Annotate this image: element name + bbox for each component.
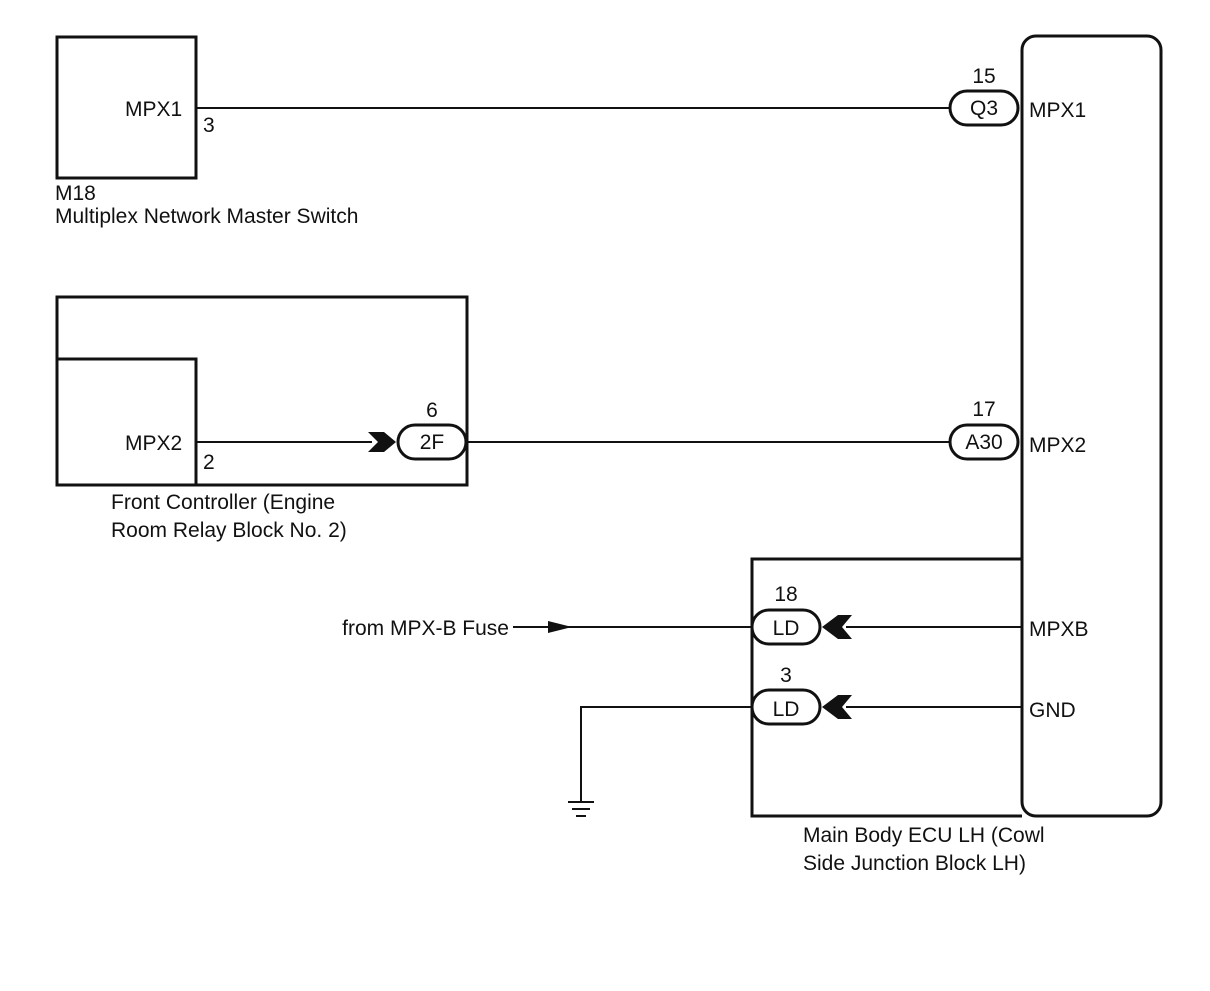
front-controller-pin-label: MPX2: [125, 432, 182, 455]
master-switch: MPX1 3 M18 Multiplex Network Master Swit…: [55, 35, 358, 228]
connector-ld-gnd: LD 3: [750, 664, 822, 726]
main-body-ecu-name-line1: Main Body ECU LH (Cowl: [803, 824, 1045, 847]
connector-q3-pin: 15: [972, 65, 995, 88]
connector-2f-code: 2F: [420, 431, 445, 454]
connector-ld-gnd-pin: 3: [780, 664, 792, 687]
connector-q3-code: Q3: [970, 97, 998, 120]
connector-2f-pin: 6: [426, 399, 438, 422]
connector-ld-gnd-arrow: [822, 695, 852, 719]
ecu-pin-mpx1: MPX1: [1029, 99, 1086, 122]
front-controller-inner-box: [55, 357, 198, 487]
connector-a30: A30 17: [948, 398, 1020, 461]
connector-a30-pin: 17: [972, 398, 995, 421]
ecu-pin-mpx2: MPX2: [1029, 434, 1086, 457]
wire-ground-lead: [580, 706, 752, 801]
fuse-source-label: from MPX-B Fuse: [342, 617, 509, 640]
connector-ld-mpxb-pin: 18: [774, 583, 797, 606]
connector-ld-mpxb: LD 18: [750, 583, 822, 646]
ecu-pin-mpxb: MPXB: [1029, 618, 1089, 641]
ground-icon: [568, 801, 594, 817]
master-switch-pin-number: 3: [203, 114, 215, 137]
front-controller: MPX2 2 Front Controller (Engine Room Rel…: [55, 295, 469, 542]
connector-2f-arrow: [368, 432, 396, 452]
master-switch-name: Multiplex Network Master Switch: [55, 205, 358, 228]
main-body-ecu-box: [1020, 34, 1163, 818]
connector-ld-mpxb-body: [750, 608, 822, 646]
connector-a30-body: [948, 423, 1020, 461]
main-body-ecu-name-line2: Side Junction Block LH): [803, 852, 1026, 875]
front-controller-name-line1: Front Controller (Engine: [111, 491, 335, 514]
connector-q3-body: [948, 89, 1020, 127]
fuse-direction-arrow: [548, 621, 572, 633]
connector-2f: 2F 6: [396, 399, 468, 461]
master-switch-pin-label: MPX1: [125, 98, 182, 121]
connector-ld-gnd-code: LD: [773, 698, 800, 721]
front-controller-name-line2: Room Relay Block No. 2): [111, 519, 347, 542]
master-switch-code: M18: [55, 182, 96, 205]
ecu-pin-gnd: GND: [1029, 699, 1076, 722]
main-body-ecu: MPX1 MPX2 MPXB GND: [1020, 34, 1163, 818]
cowl-junction-block-box: [750, 557, 1022, 818]
connector-a30-code: A30: [965, 431, 1002, 454]
connector-ld-mpxb-code: LD: [773, 617, 800, 640]
connector-q3: Q3 15: [948, 65, 1020, 127]
connector-ld-mpxb-arrow: [822, 615, 852, 639]
front-controller-pin-number: 2: [203, 451, 215, 474]
